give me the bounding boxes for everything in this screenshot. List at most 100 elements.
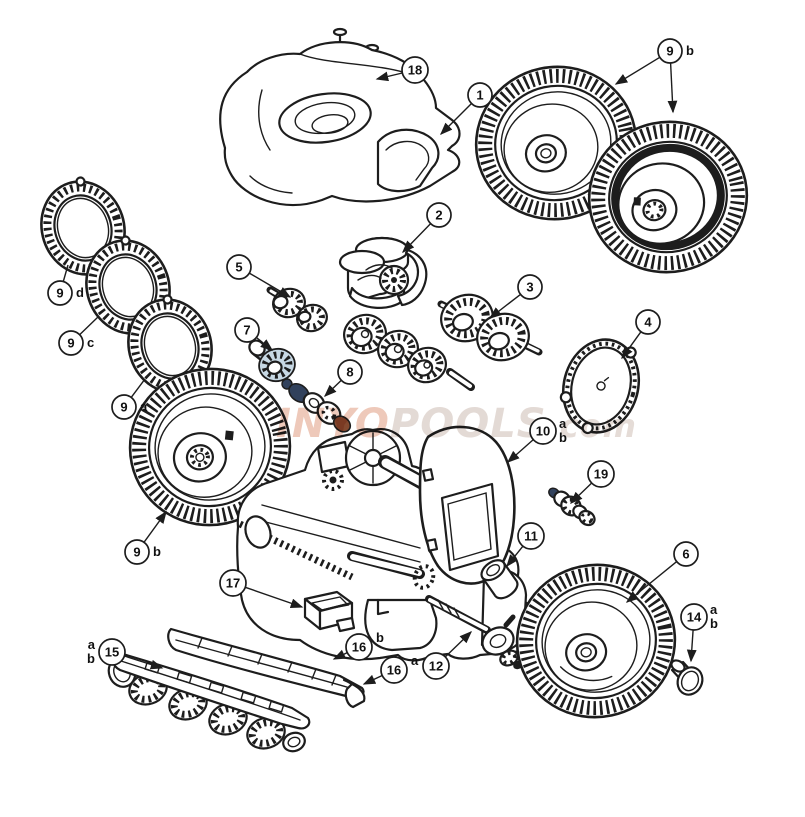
callout-number: 9 <box>120 400 127 415</box>
callout-circle[interactable] <box>422 652 450 680</box>
callout-circle[interactable] <box>345 633 373 661</box>
part-11-bushing-drawing <box>480 559 519 600</box>
callout-circle[interactable] <box>426 202 452 228</box>
leader-line <box>686 629 697 663</box>
callout-number: 9 <box>133 545 140 560</box>
callout-5[interactable]: 5 <box>226 254 292 298</box>
callout-letter: b <box>376 630 384 645</box>
callout-number: 9 <box>67 336 74 351</box>
watermark-pools: POOLS <box>389 401 547 447</box>
leader-line <box>248 272 292 298</box>
part-9b-wheel-pair-drawing <box>474 65 749 274</box>
callout-letter: a <box>559 416 567 431</box>
idler-gears-drawing <box>343 313 475 391</box>
part-8-bearing-shaft-drawing <box>281 378 352 433</box>
callout-circle[interactable] <box>680 603 708 631</box>
callout-6[interactable]: 6 <box>625 541 699 603</box>
callout-circle[interactable] <box>234 317 260 343</box>
leader-line <box>62 264 69 282</box>
callout-letter: a <box>411 653 419 668</box>
callout-circle[interactable] <box>111 394 137 420</box>
leader-line <box>143 510 167 543</box>
leader-line <box>245 586 304 608</box>
part-7-gear-drawing <box>248 339 296 383</box>
callout-4[interactable]: 4 <box>621 309 661 360</box>
callout-number: 16 <box>387 663 401 678</box>
callout-circle[interactable] <box>226 254 252 280</box>
callout-circle[interactable] <box>401 56 429 84</box>
callout-circle[interactable] <box>517 522 545 550</box>
leader-line <box>667 62 678 114</box>
callout-number: 9 <box>666 44 673 59</box>
callout-number: 3 <box>526 280 533 295</box>
leader-line <box>255 336 274 351</box>
callout-letter: a <box>710 602 718 617</box>
callout-letter: b <box>559 430 567 445</box>
leader-line <box>444 631 473 658</box>
part-2-turbine-drawing <box>338 236 428 309</box>
callout-circle[interactable] <box>673 541 699 567</box>
callout-2[interactable]: 2 <box>402 202 452 254</box>
part-15-roller-assembly-drawing <box>107 650 311 753</box>
callout-letter: b <box>153 544 161 559</box>
part-6-wheel-drawing <box>515 563 677 719</box>
callout-15ab[interactable]: 15 ab <box>87 637 164 670</box>
callout-circle[interactable] <box>47 280 73 306</box>
leader-line <box>124 655 164 670</box>
callout-letter: a <box>140 399 148 414</box>
callout-circle[interactable] <box>517 274 543 300</box>
callout-number: 14 <box>687 610 702 625</box>
callout-number: 15 <box>105 645 119 660</box>
watermark-dotcom: .com <box>546 407 637 445</box>
callout-19[interactable]: 19 <box>569 460 615 504</box>
leader-line <box>130 378 146 398</box>
callout-circle[interactable] <box>380 656 408 684</box>
callout-11[interactable]: 11 <box>506 522 545 568</box>
callout-letter: a <box>88 637 96 652</box>
callout-circle[interactable] <box>124 539 150 565</box>
callout-3[interactable]: 3 <box>488 274 543 319</box>
callout-16a[interactable]: 16 a <box>362 653 419 685</box>
callout-17[interactable]: 17 <box>219 569 304 608</box>
leader-line <box>488 293 521 319</box>
callout-16b[interactable]: 16 b <box>332 630 384 661</box>
callout-circle[interactable] <box>635 309 661 335</box>
callout-circle[interactable] <box>337 359 363 385</box>
callout-18[interactable]: 18 <box>375 56 429 84</box>
callout-number: 2 <box>435 208 442 223</box>
callout-circle[interactable] <box>587 460 615 488</box>
callout-8[interactable]: 8 <box>323 359 363 397</box>
callout-circle[interactable] <box>98 638 126 666</box>
callout-circle[interactable] <box>467 82 493 108</box>
callout-circle[interactable] <box>529 417 557 445</box>
leader-line <box>79 315 100 336</box>
callout-letter: b <box>87 651 95 666</box>
part-17-bracket-drawing <box>303 590 356 633</box>
leader-line <box>506 545 524 568</box>
callout-12[interactable]: 12 <box>422 631 473 680</box>
part-3-axle-assembly-drawing <box>437 293 543 362</box>
leader-line <box>362 674 383 685</box>
callout-circle[interactable] <box>219 569 247 597</box>
callout-1[interactable]: 1 <box>440 82 493 135</box>
part-5-gear-pair-drawing <box>266 286 328 333</box>
callout-7[interactable]: 7 <box>234 317 274 351</box>
callout-circle[interactable] <box>657 38 683 64</box>
leader-line <box>625 561 678 603</box>
callout-number: 19 <box>594 467 608 482</box>
callout-letter: b <box>686 43 694 58</box>
callout-number: 16 <box>352 640 366 655</box>
callout-circle[interactable] <box>58 330 84 356</box>
callout-number: 12 <box>429 659 443 674</box>
callout-number: 5 <box>235 260 242 275</box>
callout-number: 11 <box>524 529 538 544</box>
leader-line <box>506 439 534 463</box>
